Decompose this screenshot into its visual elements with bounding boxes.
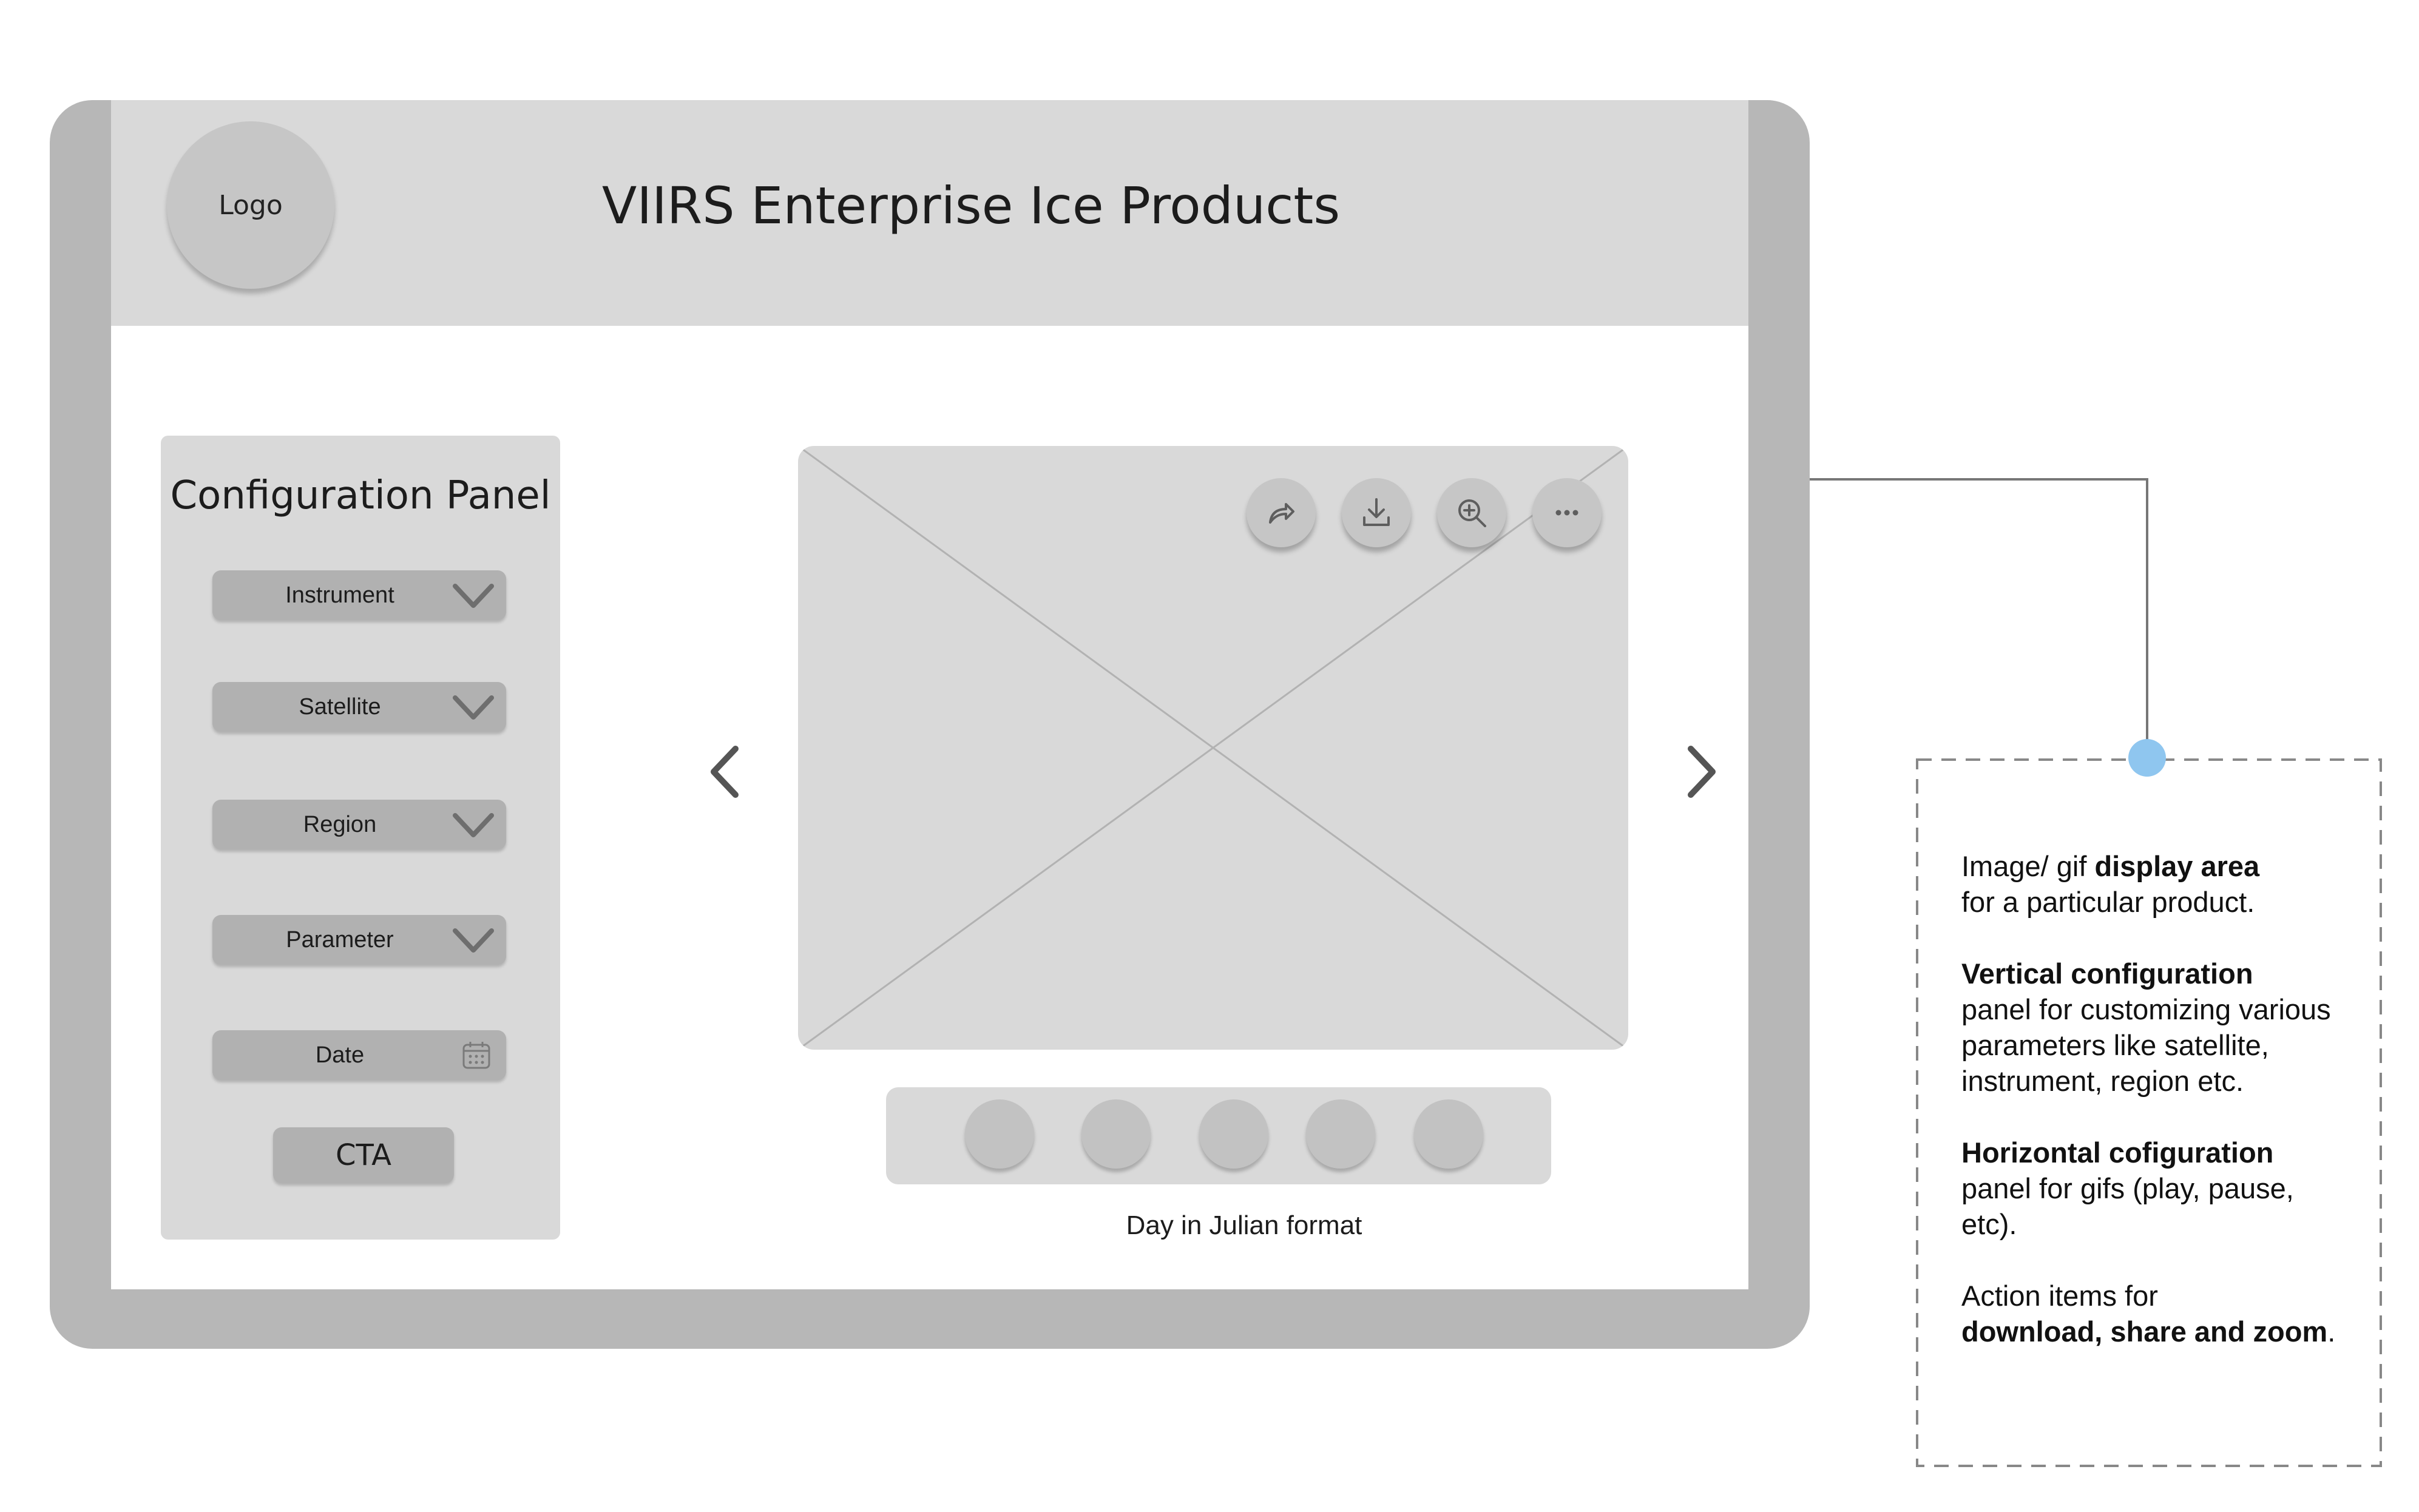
date-picker[interactable]: Date (212, 1030, 506, 1080)
share-icon (1269, 503, 1294, 524)
calendar-icon (462, 1042, 490, 1069)
region-dropdown[interactable]: Region (212, 800, 506, 849)
image-display-area (798, 446, 1628, 1050)
chevron-down-icon (453, 584, 494, 608)
share-button[interactable] (1247, 478, 1316, 547)
instrument-dropdown[interactable]: Instrument (212, 570, 506, 620)
chevron-down-icon (453, 695, 494, 720)
dropdown-label: Satellite (299, 694, 381, 720)
gif-control-button[interactable] (1306, 1099, 1375, 1169)
annotation-marker (2128, 739, 2166, 777)
chevron-down-icon (453, 813, 494, 837)
dropdown-label: Region (303, 812, 377, 837)
download-icon (1363, 498, 1390, 526)
configuration-panel-title: Configuration Panel (170, 473, 551, 518)
gif-control-button[interactable] (1081, 1099, 1151, 1169)
zoom-in-icon (1458, 499, 1486, 527)
more-options-button[interactable] (1532, 478, 1602, 547)
gif-control-button[interactable] (965, 1099, 1034, 1169)
download-button[interactable] (1342, 478, 1411, 547)
date-label: Date (315, 1042, 365, 1068)
chevron-right-icon[interactable] (1680, 741, 1722, 802)
parameter-dropdown[interactable]: Parameter (212, 915, 506, 965)
app-header (111, 100, 1748, 326)
page-title: VIIRS Enterprise Ice Products (601, 176, 1341, 235)
dropdown-label: Parameter (286, 927, 394, 953)
logo[interactable]: Logo (167, 121, 334, 289)
cta-button[interactable]: CTA (273, 1127, 454, 1183)
more-icon (1555, 510, 1578, 516)
dropdown-label: Instrument (285, 582, 394, 608)
zoom-button[interactable] (1437, 478, 1506, 547)
logo-label: Logo (218, 189, 283, 221)
satellite-dropdown[interactable]: Satellite (212, 682, 506, 732)
gif-control-button[interactable] (1414, 1099, 1483, 1169)
chevron-left-icon[interactable] (704, 741, 746, 802)
gif-control-button[interactable] (1199, 1099, 1268, 1169)
chevron-down-icon (453, 928, 494, 953)
image-placeholder (798, 446, 1628, 1050)
julian-day-caption: Day in Julian format (1126, 1210, 1362, 1240)
